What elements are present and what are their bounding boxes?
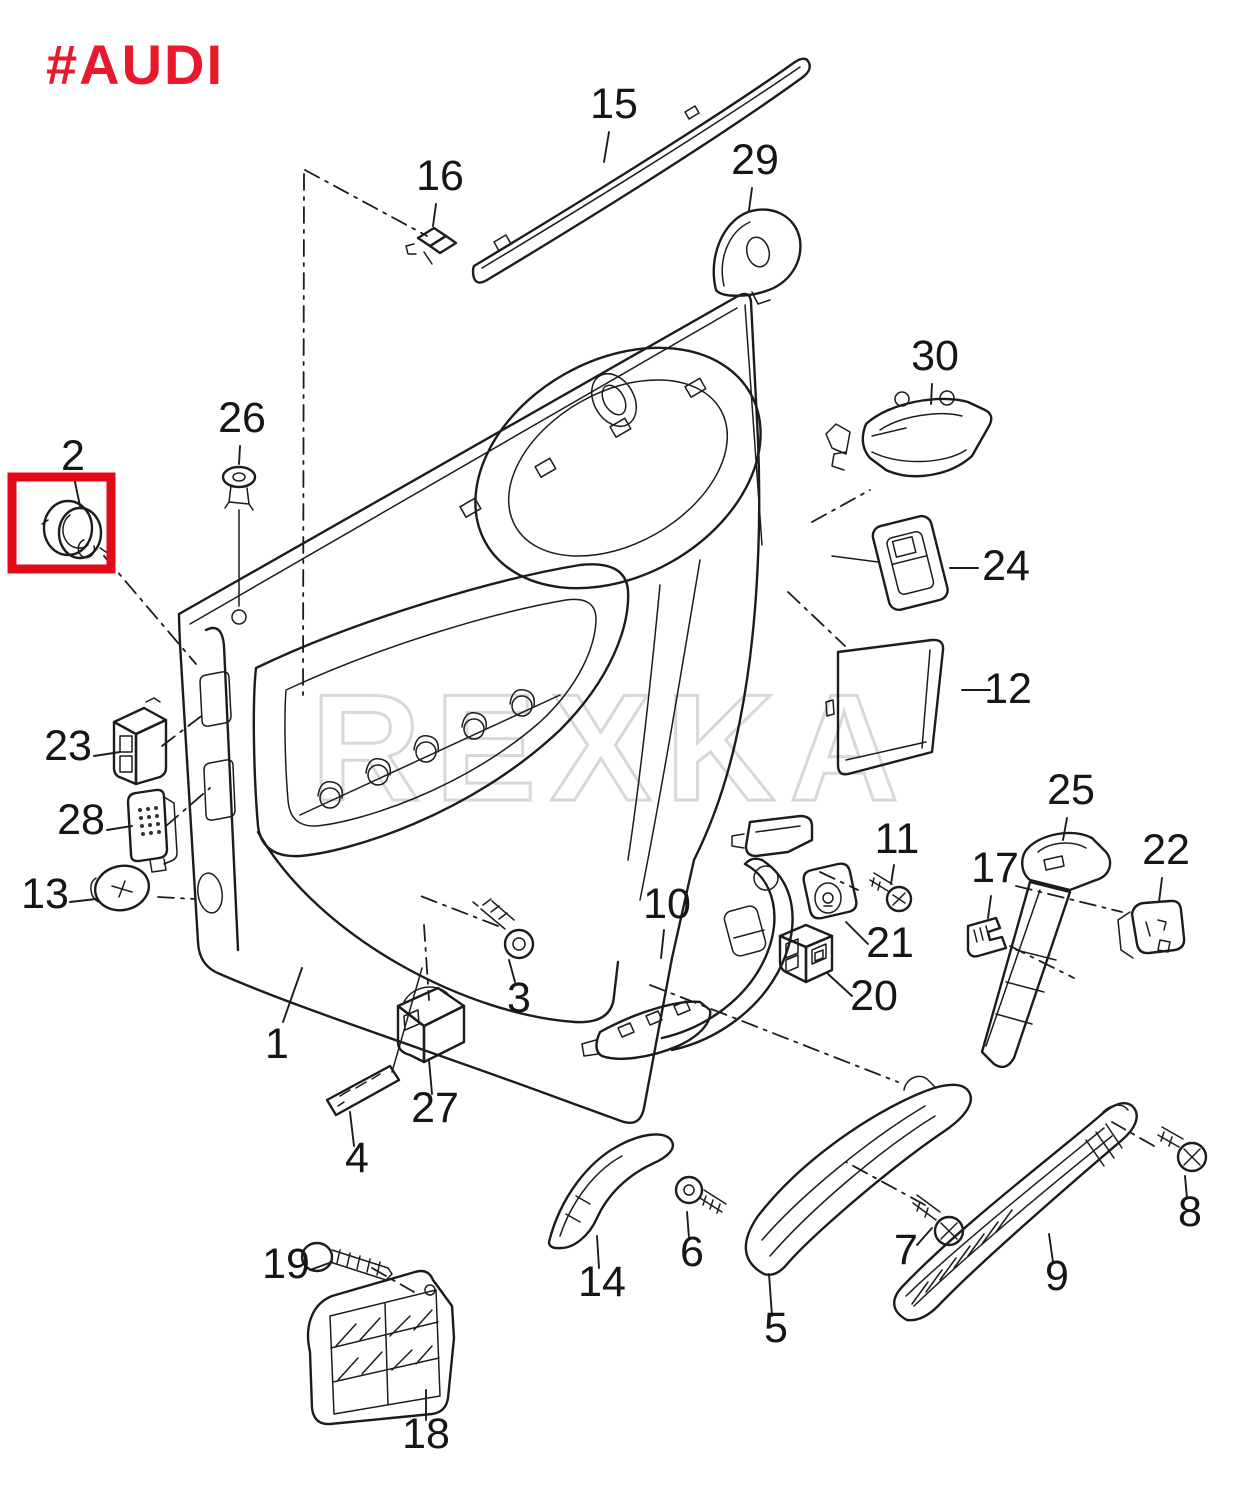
part-13-blanking-cap bbox=[90, 864, 151, 912]
part-6-screw bbox=[674, 1175, 727, 1214]
callout-14: 14 bbox=[578, 1258, 626, 1306]
callout-26: 26 bbox=[218, 394, 266, 442]
callout-8: 8 bbox=[1178, 1188, 1202, 1236]
part-29-mirror-triangle-cover bbox=[712, 208, 802, 305]
part-3-screw bbox=[472, 898, 535, 960]
callout-27: 27 bbox=[411, 1084, 459, 1132]
callout-23: 23 bbox=[44, 722, 92, 770]
callout-4: 4 bbox=[345, 1134, 369, 1182]
highlight-box-part-2 bbox=[7, 472, 116, 574]
part-23-switch bbox=[112, 697, 168, 786]
callout-5: 5 bbox=[764, 1304, 788, 1352]
part-16-clip bbox=[405, 226, 458, 265]
watermark-text: REXKA bbox=[311, 663, 913, 833]
part-20-window-switch bbox=[778, 923, 834, 984]
brand-tag: #AUDI bbox=[46, 33, 224, 96]
part-11-screw bbox=[869, 872, 913, 913]
callout-19: 19 bbox=[262, 1240, 310, 1288]
part-15-window-trim-strip bbox=[471, 57, 811, 284]
callout-11: 11 bbox=[875, 815, 920, 863]
clip-bosses bbox=[317, 689, 536, 809]
callout-29: 29 bbox=[731, 136, 779, 184]
part-28-switch-insert bbox=[126, 788, 178, 873]
part-8-screw bbox=[1157, 1126, 1208, 1173]
part-27-connector-housing bbox=[396, 986, 466, 1064]
callout-18: 18 bbox=[402, 1410, 450, 1458]
part-17-clip bbox=[966, 916, 1008, 958]
callout-28: 28 bbox=[57, 796, 105, 844]
part-22-mirror-switch-knob bbox=[1117, 899, 1186, 959]
callout-21: 21 bbox=[866, 919, 914, 967]
callout-12: 12 bbox=[984, 665, 1032, 713]
part-2-speaker-grommet bbox=[41, 499, 113, 560]
part-1-door-trim-panel bbox=[177, 292, 763, 1125]
callout-10: 10 bbox=[643, 880, 691, 928]
callout-30: 30 bbox=[911, 332, 959, 380]
part-12-trim-cap bbox=[825, 638, 945, 776]
part-18-mounting-bracket bbox=[306, 1269, 456, 1426]
callout-1: 1 bbox=[265, 1020, 289, 1068]
part-14-pull-trim bbox=[547, 1133, 675, 1250]
callout-15: 15 bbox=[590, 80, 638, 128]
switch-dot-grid bbox=[138, 806, 161, 836]
part-10-door-pull-bracket bbox=[581, 814, 814, 1060]
part-9-sill-garnish bbox=[893, 1102, 1138, 1322]
callout-numbers: 1 2 3 4 5 6 7 8 9 10 11 12 13 14 15 16 1… bbox=[21, 80, 1202, 1458]
callout-7: 7 bbox=[894, 1226, 918, 1274]
part-4-label-strip bbox=[325, 1064, 401, 1117]
callout-3: 3 bbox=[507, 974, 531, 1022]
callout-2: 2 bbox=[61, 432, 85, 480]
callout-6: 6 bbox=[680, 1228, 704, 1276]
callout-22: 22 bbox=[1142, 826, 1190, 874]
callout-16: 16 bbox=[416, 152, 464, 200]
part-30-interior-door-handle bbox=[825, 390, 993, 478]
part-24-handle-bezel bbox=[871, 514, 949, 612]
part-21-lock-knob-guide bbox=[802, 862, 858, 920]
callout-25: 25 bbox=[1047, 766, 1095, 814]
callout-20: 20 bbox=[850, 972, 898, 1020]
callout-24: 24 bbox=[982, 542, 1030, 590]
callout-9: 9 bbox=[1045, 1252, 1069, 1300]
part-5-armrest-pad bbox=[744, 1075, 972, 1277]
part-26-expanding-rivet bbox=[221, 465, 257, 607]
assembly-centerlines bbox=[103, 169, 1155, 1293]
callout-leader-lines bbox=[69, 131, 1188, 1421]
part-25-switch-surround-trim bbox=[980, 831, 1112, 1069]
callout-13: 13 bbox=[21, 870, 69, 918]
callout-17: 17 bbox=[971, 844, 1019, 892]
part-19-screw bbox=[300, 1241, 393, 1281]
